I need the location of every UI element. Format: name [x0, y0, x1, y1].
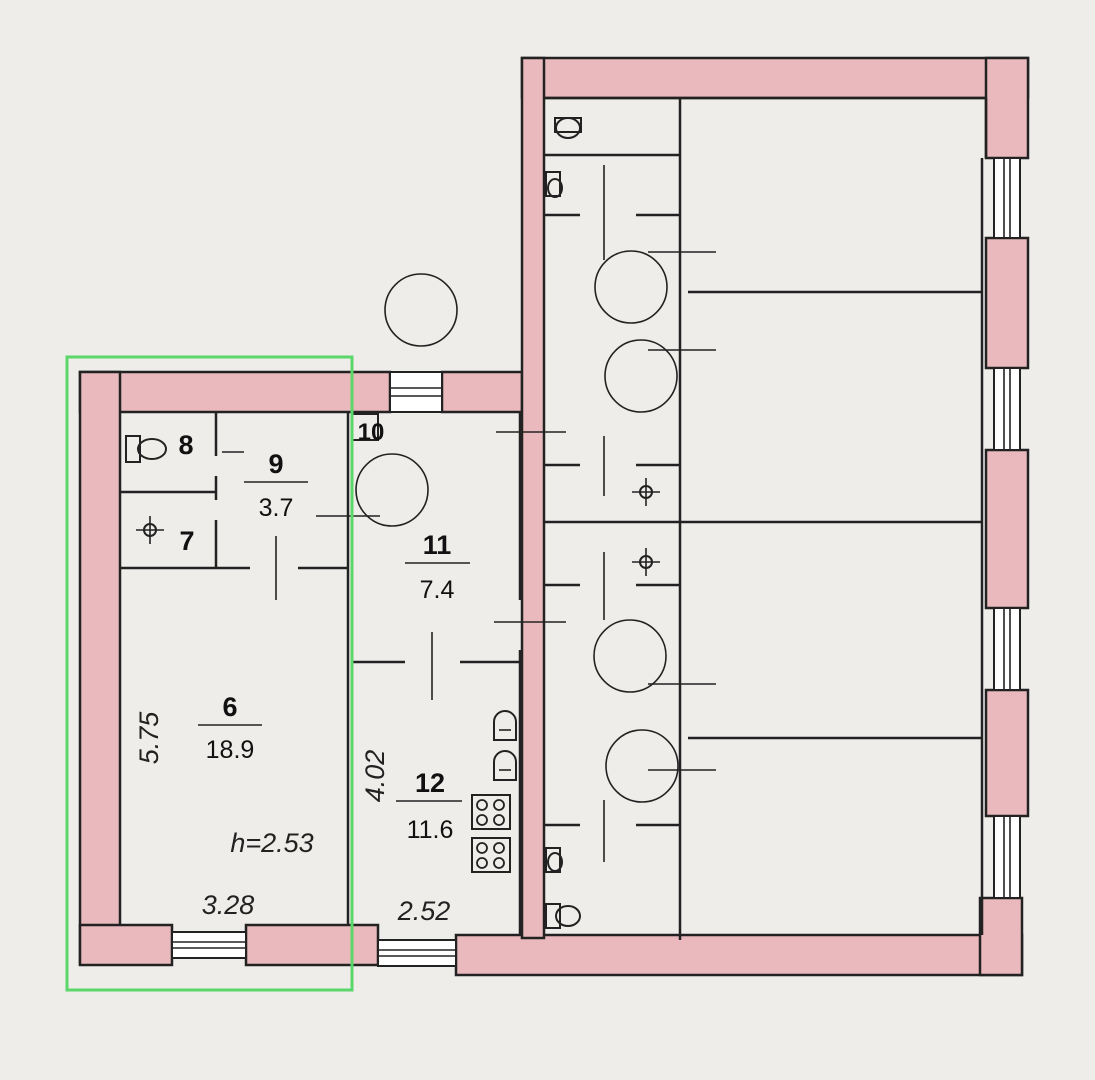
- room-6-area: 18.9: [206, 736, 255, 764]
- toilet-icon: [125, 435, 167, 463]
- window-icon: [993, 157, 1021, 239]
- room-9-area: 3.7: [259, 494, 294, 522]
- fixtures: [125, 117, 660, 929]
- window-icon: [993, 607, 1021, 691]
- toilet-icon: [545, 847, 563, 873]
- south-wall-2: [244, 923, 380, 967]
- windows: [171, 157, 1021, 967]
- stove-icon: [471, 837, 511, 873]
- door-swings: [355, 250, 679, 803]
- window-icon: [171, 931, 247, 959]
- west-wall-tall: [520, 56, 546, 940]
- dimension-labels: 5.75 3.28 4.02 2.52 h=2.53: [134, 711, 450, 926]
- east-pier-2: [984, 236, 1030, 370]
- room-labels: 6 18.9 7 8 9 3.7 10 11 7.4 12 11.6: [178, 419, 470, 844]
- room-10-number: 10: [358, 419, 385, 446]
- stove-icon: [471, 794, 511, 830]
- sink-icon: [493, 750, 517, 781]
- selection-highlight: [65, 355, 354, 992]
- north-wall-left: [78, 370, 392, 414]
- sink-icon: [632, 548, 660, 576]
- sink-icon: [136, 516, 164, 544]
- east-pier-1: [984, 56, 1030, 160]
- dimension-room12-height: 4.02: [360, 750, 390, 803]
- window-icon: [389, 371, 443, 413]
- toilet-icon: [545, 171, 563, 198]
- dimension-room6-height: 5.75: [134, 711, 164, 765]
- ceiling-height-label: h=2.53: [230, 828, 313, 858]
- window-icon: [993, 367, 1021, 451]
- toilet-icon: [545, 903, 581, 929]
- north-wall-right: [440, 370, 524, 414]
- sink-icon: [632, 478, 660, 506]
- south-wall-1: [78, 923, 174, 967]
- door-swing-icon: [605, 729, 679, 803]
- room-11-area: 7.4: [420, 576, 455, 604]
- door-swing-icon: [384, 273, 458, 347]
- interior-partitions-right: [544, 96, 988, 940]
- room-12-area: 11.6: [407, 816, 454, 844]
- door-swing-icon: [355, 453, 429, 527]
- west-wall: [78, 370, 122, 966]
- window-icon: [993, 815, 1021, 899]
- door-swing-icon: [593, 619, 667, 693]
- room-8-number: 8: [178, 430, 193, 460]
- east-pier-4: [984, 688, 1030, 818]
- dimension-room12-width: 2.52: [397, 896, 451, 926]
- south-wall-3: [454, 933, 1024, 977]
- east-pier-5: [978, 896, 1024, 977]
- door-axes: [222, 165, 716, 862]
- room-7-number: 7: [179, 526, 194, 556]
- room-12-number: 12: [415, 768, 445, 798]
- right-apartment-walls: [520, 56, 1030, 977]
- east-pier-3: [984, 448, 1030, 610]
- toilet-icon: [554, 117, 582, 139]
- room-11-number: 11: [423, 530, 452, 560]
- room-9-number: 9: [268, 449, 283, 479]
- window-icon: [377, 939, 457, 967]
- door-swing-icon: [604, 339, 678, 413]
- room-6-number: 6: [222, 692, 237, 722]
- interior-partitions-left: [120, 412, 522, 935]
- left-apartment-walls: [78, 370, 1024, 977]
- dimension-room6-width: 3.28: [202, 890, 255, 920]
- sink-icon: [493, 710, 517, 741]
- door-swing-icon: [594, 250, 668, 324]
- north-wall-tall: [520, 56, 1030, 100]
